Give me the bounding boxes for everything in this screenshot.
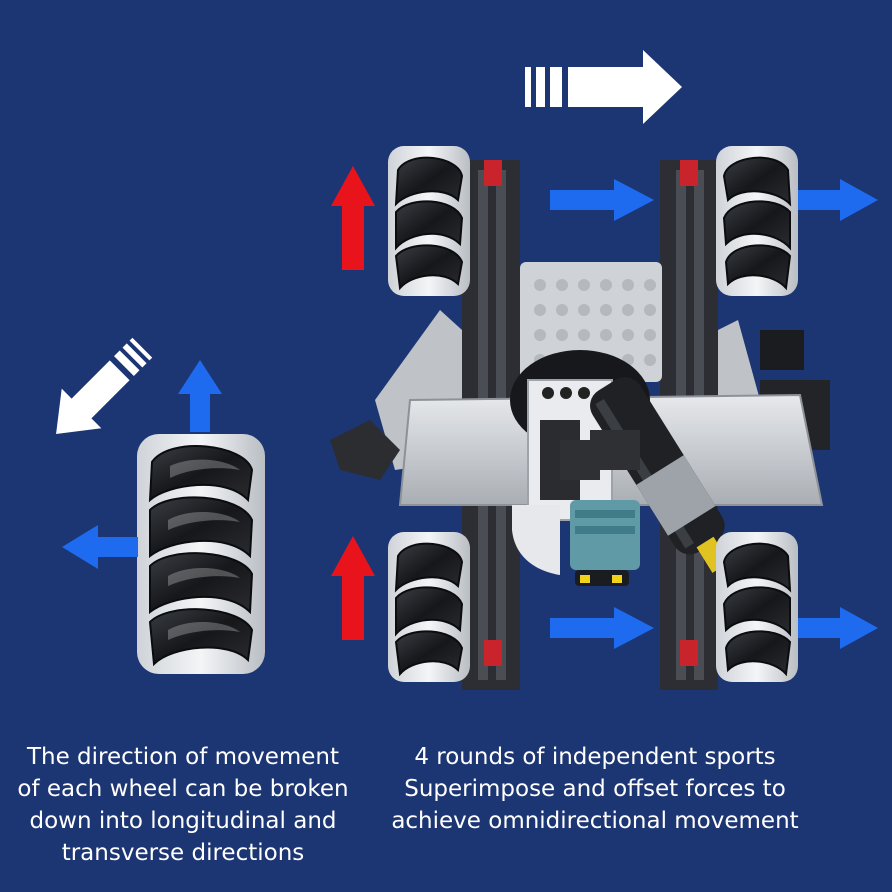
- caption-line: transverse directions: [0, 837, 366, 869]
- caption-line: Superimpose and offset forces to: [380, 773, 810, 805]
- forward-force-arrow-front-icon: [331, 166, 375, 270]
- mecanum-robot-car-icon: [330, 146, 830, 690]
- front-right-wheel-icon: [716, 146, 798, 296]
- caption-wheel-decomposition: The direction of movement of each wheel …: [0, 741, 366, 869]
- lateral-force-arrow-front-left-icon: [550, 179, 654, 221]
- caption-line: of each wheel can be broken: [0, 773, 366, 805]
- caption-line: 4 rounds of independent sports: [380, 741, 810, 773]
- longitudinal-arrow-up-icon: [178, 360, 222, 432]
- caption-line: achieve omnidirectional movement: [380, 805, 810, 837]
- caption-omnidirectional: 4 rounds of independent sports Superimpo…: [380, 741, 810, 837]
- lateral-force-arrow-rear-right-icon: [798, 607, 878, 649]
- lateral-force-arrow-rear-left-icon: [550, 607, 654, 649]
- caption-line: down into longitudinal and: [0, 805, 366, 837]
- resultant-arrow-diagonal-icon: [36, 328, 162, 454]
- front-left-wheel-icon: [388, 146, 470, 296]
- transverse-arrow-left-icon: [62, 525, 138, 569]
- mecanum-wheel-icon: [137, 434, 265, 674]
- rear-left-wheel-icon: [388, 532, 470, 682]
- lateral-force-arrow-front-right-icon: [798, 179, 878, 221]
- caption-line: The direction of movement: [0, 741, 366, 773]
- resultant-arrow-right-icon: [525, 50, 682, 124]
- forward-force-arrow-rear-icon: [331, 536, 375, 640]
- rear-right-wheel-icon: [716, 532, 798, 682]
